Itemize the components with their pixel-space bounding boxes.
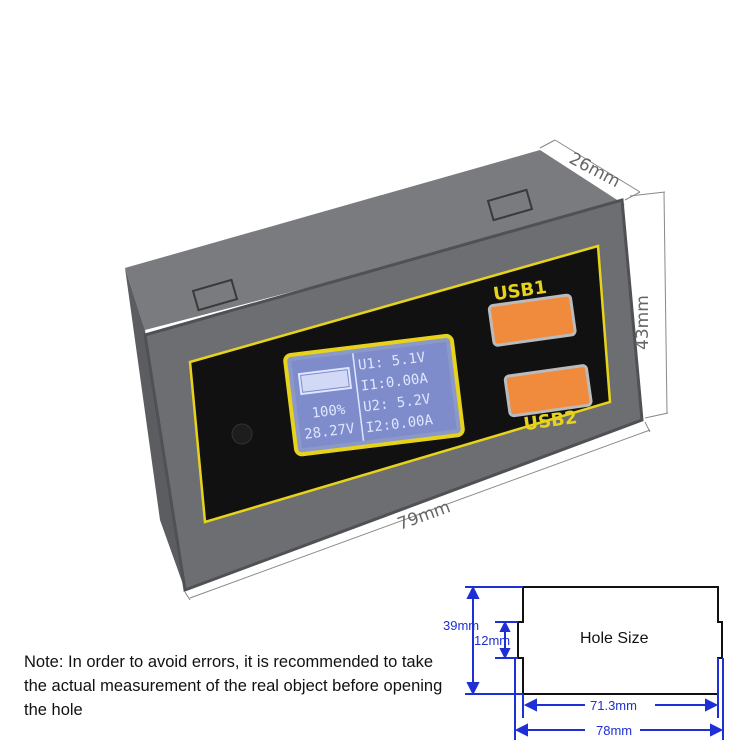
dimension-lines (184, 139, 669, 601)
clip-slot (486, 188, 534, 222)
hole-outer-width-label: 78mm (596, 723, 632, 738)
measurement-note: Note: In order to avoid errors, it is re… (24, 653, 443, 719)
battery-icon (297, 366, 353, 396)
clip-slot (191, 278, 239, 312)
battery-percent: 100% (311, 402, 347, 422)
hole-notch-label: 12mm (474, 633, 510, 648)
hole-diagram: Hole Size 39mm 12mm 71.3mm 78mm (443, 585, 724, 740)
usb2-port[interactable] (503, 364, 593, 418)
hole-title: Hole Size (580, 630, 649, 647)
usb1-port[interactable] (487, 293, 577, 347)
height-dimension: 43mm (633, 295, 653, 350)
button[interactable] (231, 423, 253, 445)
hole-height-label: 39mm (443, 618, 479, 633)
housing-side (125, 268, 185, 590)
housing-top (125, 150, 625, 330)
input-voltage: 28.27V (303, 421, 356, 443)
hole-inner-width-label: 71.3mm (590, 698, 637, 713)
